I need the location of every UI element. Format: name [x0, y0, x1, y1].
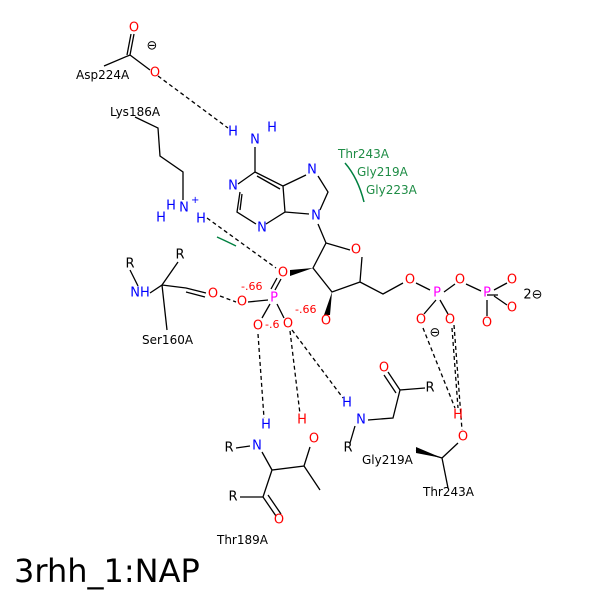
- atom-oxygen: O: [237, 295, 247, 310]
- atom-oxygen: O: [208, 287, 218, 302]
- hydrophobic-contacts: [216, 162, 365, 247]
- atom-hydrogen: H: [166, 199, 176, 214]
- atom-oxygen: O: [253, 319, 263, 334]
- atom-oxygen: O: [278, 266, 288, 281]
- hydrogen-bonds: [157, 75, 463, 431]
- atom-r-group: R: [224, 441, 233, 456]
- residue-label-ser160: Ser160A: [142, 333, 194, 347]
- residue-label-thr189: Thr189A: [216, 533, 269, 547]
- atom-oxygen: O: [416, 313, 426, 328]
- atom-hydrogen: H: [453, 408, 463, 423]
- atom-r-group: R: [343, 441, 352, 456]
- atom-phosphorus: P: [270, 291, 278, 306]
- atom-oxygen: O: [309, 432, 319, 447]
- atom-nitrogen: N: [228, 179, 238, 194]
- atom-phosphorus: P: [433, 286, 441, 301]
- atom-oxygen: O: [445, 313, 455, 328]
- atom-nitrogen: N: [250, 133, 260, 148]
- atom-nitrogen: N: [179, 201, 189, 216]
- atom-oxygen: O: [405, 273, 415, 288]
- atom-labels: O O ⊖ N H H N N N N O O P O P O O O 2⊖ O…: [125, 21, 542, 528]
- partial-charge: -.66: [241, 280, 262, 293]
- atom-r-group: R: [228, 490, 237, 505]
- atom-oxygen: O: [150, 66, 160, 81]
- charge-negative: ⊖: [147, 39, 158, 54]
- charge-negative: ⊖: [430, 326, 441, 341]
- atom-hydrogen: H: [228, 125, 238, 140]
- atom-r-group: R: [425, 381, 434, 396]
- charge-positive: +: [191, 195, 199, 206]
- atom-oxygen: O: [379, 361, 389, 376]
- atom-hydrogen: H: [196, 212, 206, 227]
- hydrophobic-label-gly223: Gly223A: [366, 183, 418, 197]
- atom-hydrogen: H: [267, 121, 277, 136]
- hydrophobic-label-gly219: Gly219A: [357, 165, 409, 179]
- atom-hydrogen: H: [261, 418, 271, 433]
- atom-hydrogen: H: [342, 396, 352, 411]
- residue-label-asp224: Asp224A: [76, 68, 130, 82]
- residue-labels: Asp224A Lys186A Thr243A Gly219A Gly223A …: [76, 68, 475, 547]
- atom-oxygen: O: [351, 243, 361, 258]
- atom-nitrogen: N: [356, 413, 366, 428]
- diagram-title: 3rhh_1:NAP: [14, 552, 200, 590]
- atom-hydrogen: H: [156, 211, 166, 226]
- atom-nitrogen: N: [257, 221, 267, 236]
- residue-label-thr243: Thr243A: [422, 485, 475, 499]
- bonds: [103, 33, 508, 517]
- atom-oxygen: O: [507, 301, 517, 316]
- atom-oxygen: O: [283, 317, 293, 332]
- atom-r-group: R: [125, 257, 134, 272]
- atom-oxygen: O: [321, 314, 331, 329]
- atom-phosphorus: P: [483, 286, 491, 301]
- charge-dianion: 2⊖: [523, 288, 542, 303]
- atom-amide-nh: NH: [130, 286, 150, 301]
- atom-oxygen: O: [507, 273, 517, 288]
- partial-charge: -.66: [295, 303, 316, 316]
- atom-nitrogen: N: [307, 163, 317, 178]
- atom-hydrogen: H: [297, 413, 307, 428]
- atom-oxygen: O: [129, 21, 139, 36]
- hydrophobic-label-thr243: Thr243A: [337, 147, 390, 161]
- residue-label-gly219: Gly219A: [362, 453, 414, 467]
- atom-oxygen: O: [274, 513, 284, 528]
- atom-nitrogen: N: [252, 439, 262, 454]
- atom-oxygen: O: [458, 430, 468, 445]
- atom-oxygen: O: [455, 273, 465, 288]
- partial-charge: -.6: [265, 318, 279, 331]
- atom-r-group: R: [175, 248, 184, 263]
- atom-oxygen: O: [482, 316, 492, 331]
- residue-label-lys186: Lys186A: [110, 105, 161, 119]
- atom-nitrogen: N: [311, 209, 321, 224]
